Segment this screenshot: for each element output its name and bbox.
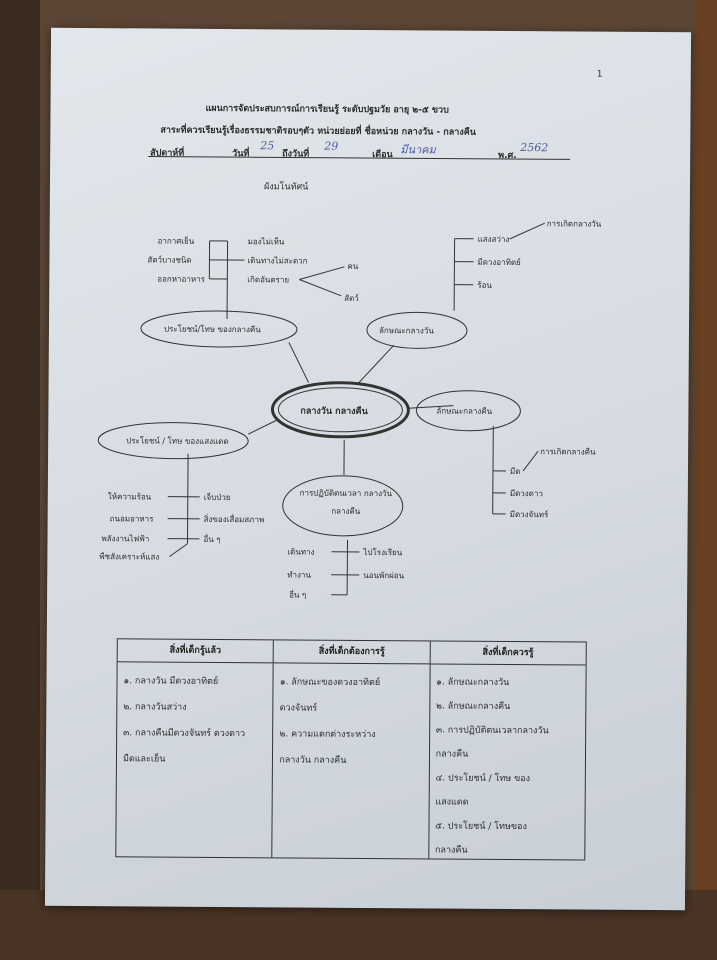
mindmap-diagram xyxy=(97,155,571,596)
benefit-night-node: ประโยชน์/โทษ ของกลางคืน xyxy=(163,324,261,335)
center-node: กลางวัน กลางคืน xyxy=(300,406,368,417)
benefit-sun-right-1: เจ็บป่วย xyxy=(203,492,231,503)
practice-left-1: เดินทาง xyxy=(287,547,315,557)
danger-to-1: คน xyxy=(347,261,359,271)
day-traits-1: แสงสว่าง xyxy=(477,234,510,244)
benefit-sun-left-2: ถนอมอาหาร xyxy=(109,514,154,524)
night-traits-1: มืด xyxy=(509,466,521,477)
table-cell-should: ๑. ลักษณะกลางวัน ๒. ลักษณะกลางคืน ๓. การ… xyxy=(434,677,549,856)
table-header-should: สิ่งที่เด็กควรรู้ xyxy=(430,641,586,666)
table-cell-want: ๑. ลักษณะของดวงอาทิตย์ ดวงจันทร์ ๒. ความ… xyxy=(279,677,381,766)
day-cause: การเกิดกลางวัน xyxy=(546,219,602,229)
night-traits-2: มีดวงดาว xyxy=(509,488,543,499)
background-left xyxy=(0,0,40,960)
benefit-night-left-2: สัตว์บางชนิด xyxy=(147,255,192,265)
table-header-want: สิ่งที่เด็กต้องการรู้ xyxy=(273,640,430,665)
practice-node: การปฏิบัติตนเวลา กลางวัน กลางคืน xyxy=(299,488,393,516)
practice-right-2: นอนพักผ่อน xyxy=(363,570,405,581)
table-column-want: สิ่งที่เด็กต้องการรู้ ๑. ลักษณะของดวงอาท… xyxy=(272,640,431,859)
benefit-sun-node: ประโยชน์ / โทษ ของแสงแดด xyxy=(126,436,229,447)
table-column-should: สิ่งที่เด็กควรรู้ ๑. ลักษณะกลางวัน ๒. ลั… xyxy=(429,641,586,859)
night-traits-3: มีดวงจันทร์ xyxy=(509,509,549,520)
background-right xyxy=(695,0,717,960)
benefit-night-left-1: อากาศเย็น xyxy=(157,236,195,246)
benefit-night-left-3: ออกหาอาหาร xyxy=(157,274,205,284)
document-page: 1 แผนการจัดประสบการณ์การเรียนรู้ ระดับปฐ… xyxy=(44,27,692,911)
benefit-sun-left-1: ให้ความร้อน xyxy=(107,492,152,502)
night-cause: การเกิดกลางคืน xyxy=(540,447,596,457)
benefit-night-right-3: เกิดอันตราย xyxy=(247,275,290,285)
table-cell-known: ๑. กลางวัน มีดวงอาทิตย์ ๒. กลางวันสว่าง … xyxy=(122,676,246,765)
benefit-sun-left-3: พลังงานไฟฟ้า xyxy=(101,534,150,544)
danger-to-2: สัตว์ xyxy=(344,293,359,303)
day-traits-node: ลักษณะกลางวัน xyxy=(378,326,434,336)
practice-left-3: อื่น ๆ xyxy=(289,590,307,600)
practice-right-1: ไปโรงเรียน xyxy=(363,547,403,558)
night-traits-node: ลักษณะกลางคืน xyxy=(436,406,493,416)
knowledge-table: สิ่งที่เด็กรู้แล้ว ๑. กลางวัน มีดวงอาทิต… xyxy=(115,638,587,861)
table-header-known: สิ่งที่เด็กรู้แล้ว xyxy=(117,639,274,664)
day-traits-3: ร้อน xyxy=(477,280,492,290)
benefit-sun-right-2: สิ่งของเสื่อมสภาพ xyxy=(203,514,265,525)
practice-left-2: ทำงาน xyxy=(287,570,311,580)
table-column-known: สิ่งที่เด็กรู้แล้ว ๑. กลางวัน มีดวงอาทิต… xyxy=(116,639,275,858)
benefit-sun-right-3: อื่น ๆ xyxy=(203,534,221,544)
benefit-sun-left-4: พืชสังเคราะห์แสง xyxy=(99,552,160,562)
day-traits-2: มีดวงอาทิตย์ xyxy=(477,257,521,268)
benefit-night-right-2: เดินทางไม่สะดวก xyxy=(247,256,308,266)
benefit-night-right-1: มองไม่เห็น xyxy=(247,237,285,247)
